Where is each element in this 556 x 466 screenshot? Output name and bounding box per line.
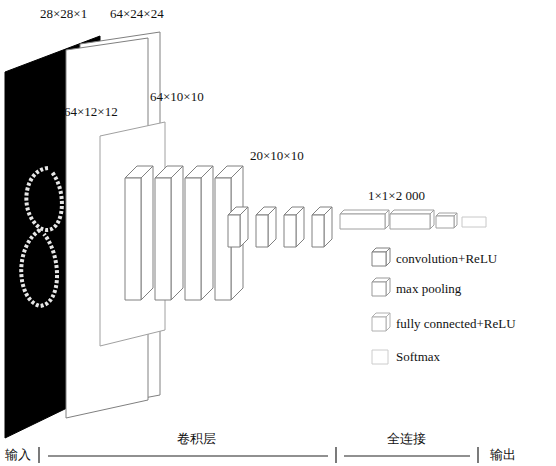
section-label: 输出 [488,447,518,463]
legend-text: fully connected+ReLU [396,316,516,332]
section-label: 输入 [3,447,33,463]
dimension-label: 64×12×12 [64,104,118,120]
dimension-label: 28×28×1 [40,6,87,22]
dimension-label: 64×24×24 [110,6,164,22]
section-label: 卷积层 [175,431,218,447]
legend-text: max pooling [396,281,461,297]
dimension-label: 64×10×10 [150,89,204,105]
dimension-label: 20×10×10 [250,148,304,164]
section-label: 全连接 [385,431,428,447]
legend-text: Softmax [396,349,440,365]
legend-text: convolution+ReLU [396,251,497,267]
dimension-label: 1×1×2 000 [368,188,425,204]
